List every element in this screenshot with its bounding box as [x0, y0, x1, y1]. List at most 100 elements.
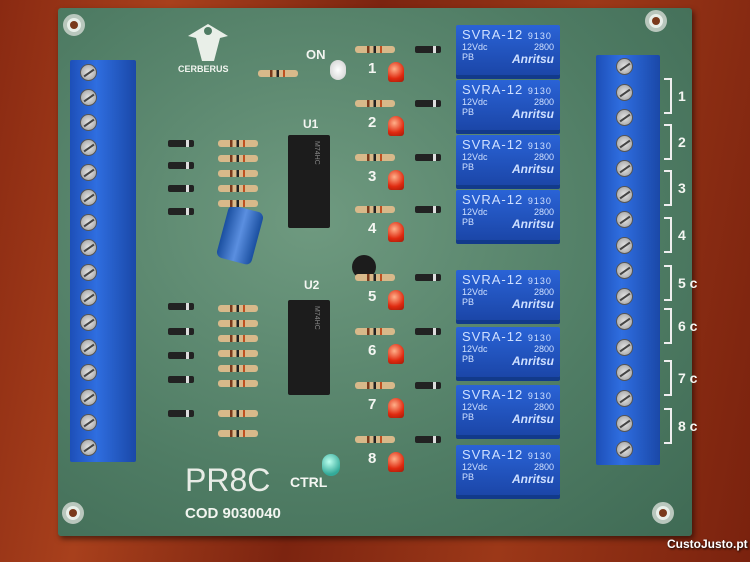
led-label-2: 2 [368, 114, 377, 131]
terminal-screw [616, 236, 633, 254]
relay-model: SVRA-12 [462, 27, 524, 42]
terminal-screw [616, 313, 633, 330]
relay-code: 9130 [527, 86, 552, 96]
resistor [218, 140, 258, 147]
diode [415, 382, 441, 389]
relay-mark: PB [462, 297, 475, 307]
relay-voltage: 12Vdc [462, 207, 488, 217]
terminal-screw [80, 214, 97, 231]
mounting-hole [62, 502, 84, 524]
resistor [218, 335, 258, 342]
terminal-screw [80, 89, 97, 106]
terminal-screw [80, 189, 97, 206]
terminal-label-1: 1 [678, 88, 686, 104]
resistor [218, 380, 258, 387]
resistor [355, 274, 395, 281]
diode [168, 328, 194, 335]
relay-brand: Anritsu [512, 52, 554, 66]
terminal-screw [80, 389, 97, 406]
diode [168, 185, 194, 192]
relay-brand: Anritsu [512, 412, 554, 426]
ic-u2: M74HC [288, 300, 330, 395]
terminal-screw [616, 440, 633, 458]
terminal-screw [616, 415, 633, 432]
terminal-label-8: 8 c [678, 418, 698, 434]
diode [415, 46, 441, 53]
terminal-bracket [664, 265, 672, 301]
ctrl-label: CTRL [290, 474, 328, 490]
diode [415, 328, 441, 335]
model-label: PR8C [185, 462, 271, 498]
terminal-bracket [664, 360, 672, 396]
terminal-screw [616, 160, 633, 177]
terminal-screw [616, 185, 633, 203]
relay-voltage: 12Vdc [462, 97, 488, 107]
terminal-label-6: 6 c [678, 318, 698, 334]
resistor [355, 436, 395, 443]
relay-batch: 2800 [533, 152, 554, 162]
resistor [218, 350, 258, 357]
status-led [388, 116, 404, 136]
led-label-1: 1 [368, 60, 377, 77]
relay-mark: PB [462, 354, 475, 364]
terminal-label-5: 5 c [678, 275, 698, 291]
relay-voltage: 12Vdc [462, 462, 488, 472]
cerberus-logo [178, 16, 238, 66]
relay-code: 9130 [527, 196, 552, 206]
relay-brand: Anritsu [512, 297, 554, 311]
resistor [355, 206, 395, 213]
resistor [218, 365, 258, 372]
diode [415, 100, 441, 107]
diode [415, 206, 441, 213]
terminal-screw [80, 264, 97, 281]
relay-brand: Anritsu [512, 217, 554, 231]
diode [415, 154, 441, 161]
terminal-screw [616, 338, 633, 356]
relay-model: SVRA-12 [462, 192, 524, 207]
terminal-screw [80, 139, 97, 156]
relay-voltage: 12Vdc [462, 402, 488, 412]
led-label-4: 4 [368, 220, 377, 237]
terminal-bracket [664, 124, 672, 160]
terminal-screw [80, 414, 97, 431]
diode [168, 352, 194, 359]
mounting-hole [652, 502, 674, 524]
resistor [218, 185, 258, 192]
diode [168, 376, 194, 383]
resistor [218, 155, 258, 162]
terminal-label-4: 4 [678, 227, 686, 243]
relay-code: 9130 [527, 141, 552, 151]
relay-voltage: 12Vdc [462, 344, 488, 354]
watermark: CustoJusto.pt [667, 537, 748, 551]
relay-mark: PB [462, 107, 475, 117]
diode [415, 274, 441, 281]
resistor [218, 320, 258, 327]
relay-batch: 2800 [533, 97, 554, 107]
mounting-hole [63, 14, 85, 36]
diode [168, 208, 194, 215]
terminal-screw [80, 64, 97, 81]
relay-mark: PB [462, 472, 475, 482]
relay-model: SVRA-12 [462, 137, 524, 152]
terminal-screw [80, 339, 97, 356]
diode [168, 140, 194, 147]
led-label-7: 7 [368, 396, 377, 413]
pcb-board [58, 8, 692, 536]
relay-model: SVRA-12 [462, 387, 524, 402]
terminal-bracket [664, 308, 672, 344]
relay-mark: PB [462, 217, 475, 227]
terminal-screw [80, 114, 97, 131]
status-led [388, 290, 404, 310]
terminal-bracket [664, 217, 672, 253]
resistor [218, 200, 258, 207]
relay-brand: Anritsu [512, 472, 554, 486]
resistor [218, 430, 258, 437]
status-led [388, 452, 404, 472]
ic-label-u1: U1 [303, 117, 319, 131]
relay-model: SVRA-12 [462, 272, 524, 287]
power-led [330, 60, 346, 80]
resistor [355, 46, 395, 53]
